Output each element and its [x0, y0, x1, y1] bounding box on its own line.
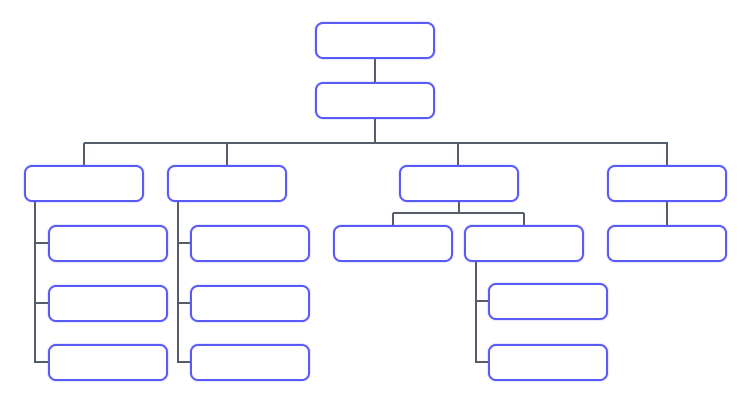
connector-segment: [34, 202, 36, 363]
connector-segment: [666, 202, 668, 225]
connector-segment: [177, 202, 179, 363]
org-chart-node-g3c2b[interactable]: [488, 344, 608, 381]
connector-segment: [226, 143, 228, 165]
org-chart-node-g3c2a[interactable]: [488, 283, 608, 320]
org-chart-node-g3c2[interactable]: [464, 225, 584, 262]
org-chart-node-g1c3[interactable]: [48, 344, 168, 381]
org-chart-node-g4c1[interactable]: [607, 225, 727, 262]
org-chart-node-g2c3[interactable]: [190, 344, 310, 381]
connector-segment: [476, 361, 488, 363]
connector-segment: [666, 143, 668, 165]
org-chart-node-root2[interactable]: [315, 82, 435, 119]
org-chart-node-g2c2[interactable]: [190, 285, 310, 322]
connector-segment: [35, 302, 48, 304]
connector-segment: [393, 212, 524, 214]
connector-segment: [374, 59, 376, 82]
connector-segment: [476, 300, 488, 302]
connector-segment: [35, 361, 48, 363]
connector-segment: [83, 143, 85, 165]
connector-segment: [178, 361, 190, 363]
connector-segment: [35, 242, 48, 244]
connector-segment: [457, 143, 459, 165]
connector-segment: [374, 119, 376, 143]
org-chart-node-g3[interactable]: [399, 165, 519, 202]
connector-segment: [392, 213, 394, 225]
connector-segment: [178, 302, 190, 304]
org-chart-node-root[interactable]: [315, 22, 435, 59]
connector-segment: [523, 213, 525, 225]
org-chart-node-g3c1[interactable]: [333, 225, 453, 262]
connector-segment: [458, 202, 460, 214]
org-chart-node-g2c1[interactable]: [190, 225, 310, 262]
org-chart-node-g1c1[interactable]: [48, 225, 168, 262]
connector-segment: [178, 242, 190, 244]
org-chart-node-g2[interactable]: [167, 165, 287, 202]
org-chart-node-g1[interactable]: [24, 165, 144, 202]
connector-segment: [84, 142, 668, 144]
org-chart-node-g4[interactable]: [607, 165, 727, 202]
connector-segment: [475, 262, 477, 363]
org-chart-node-g1c2[interactable]: [48, 285, 168, 322]
